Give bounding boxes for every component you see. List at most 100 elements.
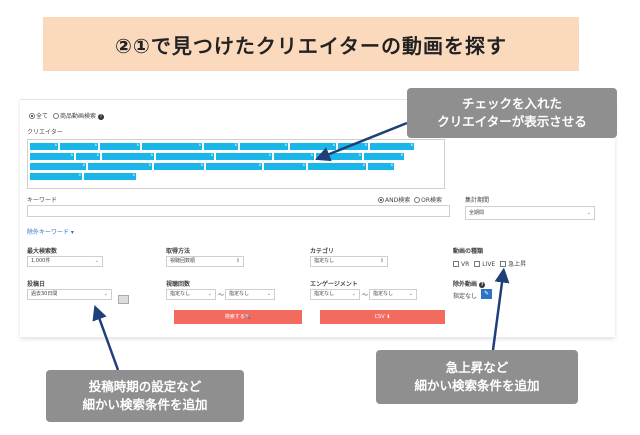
radio-all-label: 全て [36, 113, 49, 120]
engagement-from-value: 指定なし [314, 291, 335, 297]
creator-tag-box[interactable] [27, 139, 445, 189]
post-date-select[interactable]: 過去30日間⌄ [27, 289, 112, 300]
video-type-label: 動画の種類 [453, 248, 484, 255]
category-select[interactable]: 指定なし⇕ [310, 256, 388, 267]
creator-tag[interactable] [142, 142, 202, 150]
creator-tag[interactable] [216, 152, 272, 160]
max-results-value: 1,000件 [31, 258, 51, 264]
radio-all[interactable] [29, 113, 35, 119]
category-value: 指定なし [314, 258, 335, 264]
callout-surge-line1: 急上昇など [445, 360, 509, 375]
radio-and-label: AND検索 [385, 197, 411, 204]
creator-tag[interactable] [30, 152, 74, 160]
arrow-to-tags [315, 121, 408, 162]
creator-tag[interactable] [206, 162, 262, 170]
live-label: LIVE [482, 261, 496, 268]
vr-label: VR [461, 261, 470, 268]
views-label: 視聴回数 [166, 281, 191, 288]
csv-button[interactable]: CSV ⬇ [320, 310, 445, 324]
creator-tag[interactable] [154, 162, 204, 170]
creator-tag[interactable] [76, 152, 100, 160]
period-label: 集計期間 [465, 197, 490, 204]
callout-post-line2: 細かい検索条件を追加 [82, 397, 208, 412]
keyword-mode: AND検索 OR検索 [378, 195, 442, 204]
fetch-method-value: 視聴回数順 [170, 258, 196, 264]
creator-tag[interactable] [274, 152, 314, 160]
exclude-channel-value: 指定なし [453, 293, 478, 300]
creator-tag[interactable] [30, 172, 82, 180]
creator-label: クリエイター [27, 129, 63, 136]
exclude-channel-label: 除外動画 ? [453, 279, 486, 288]
title-banner: ②①で見つけたクリエイターの動画を探す [43, 17, 579, 71]
engagement-to-select[interactable]: 指定なし⌄ [369, 289, 417, 300]
callout-check-line2: クリエイターが表示させる [437, 114, 587, 129]
creator-tag[interactable] [338, 142, 368, 150]
post-date-value: 過去30日間 [31, 291, 58, 297]
max-results-select[interactable]: 1,000件⌄ [27, 256, 103, 267]
radio-and[interactable] [378, 197, 384, 203]
surge-checkbox[interactable] [500, 261, 507, 267]
search-type-row: 全て 商品動画検索 ? [29, 111, 104, 120]
creator-tag[interactable] [204, 142, 238, 150]
views-from-value: 指定なし [170, 291, 191, 297]
engagement-to-value: 指定なし [373, 291, 394, 297]
creator-tag[interactable] [290, 142, 336, 150]
callout-surge: 急上昇など 細かい検索条件を追加 [376, 350, 578, 404]
callout-check-line1: チェックを入れた [461, 96, 562, 111]
callout-check-creators: チェックを入れた クリエイターが表示させる [407, 88, 617, 138]
views-to-value: 指定なし [229, 291, 250, 297]
radio-or-label: OR検索 [421, 197, 443, 204]
help-icon[interactable]: ? [97, 114, 104, 120]
exclude-channel-label-text: 除外動画 [453, 281, 478, 288]
creator-tag[interactable] [264, 162, 306, 170]
creator-tag[interactable] [88, 162, 152, 170]
exclude-help-icon[interactable]: ? [479, 282, 486, 288]
creator-tag[interactable] [368, 162, 394, 170]
fetch-method-select[interactable]: 視聴回数順⇕ [166, 256, 244, 267]
views-range-sep: 〜 [218, 292, 225, 299]
keyword-label: キーワード [27, 197, 58, 204]
creator-tag[interactable] [84, 172, 136, 180]
max-results-label: 最大検索数 [27, 248, 58, 255]
calendar-icon[interactable] [118, 289, 129, 308]
vr-checkbox[interactable] [453, 261, 459, 267]
views-to-select[interactable]: 指定なし⌄ [225, 289, 275, 300]
callout-post-period: 投稿時期の設定など 細かい検索条件を追加 [46, 370, 244, 422]
banner-title: ②①で見つけたクリエイターの動画を探す [114, 33, 508, 58]
creator-tag[interactable] [364, 152, 404, 160]
engagement-label: エンゲージメント [310, 281, 358, 288]
creator-tag[interactable] [100, 142, 140, 150]
creator-tag[interactable] [316, 152, 362, 160]
fetch-method-label: 取得方法 [166, 248, 191, 255]
creator-tag[interactable] [102, 152, 154, 160]
period-value: 全期間 [469, 210, 485, 216]
radio-product-label: 商品動画検索 [59, 113, 96, 120]
callout-post-line1: 投稿時期の設定など [88, 379, 202, 394]
views-from-select[interactable]: 指定なし⌄ [166, 289, 216, 300]
edit-pencil-icon[interactable]: ✎ [481, 289, 492, 299]
creator-tag[interactable] [30, 162, 86, 170]
creator-tag[interactable] [60, 142, 98, 150]
creator-tag[interactable] [30, 142, 58, 150]
arrow-to-post-date [92, 304, 120, 371]
surge-label: 急上昇 [508, 261, 527, 268]
creator-tag[interactable] [240, 142, 288, 150]
callout-surge-line2: 細かい検索条件を追加 [414, 378, 540, 393]
search-button[interactable]: 検索する🔍 [174, 310, 302, 324]
radio-product[interactable] [52, 113, 59, 119]
keyword-input[interactable] [27, 205, 450, 217]
engagement-range-sep: 〜 [362, 292, 369, 299]
video-type-options: VR LIVE 急上昇 [453, 259, 526, 268]
live-checkbox[interactable] [474, 261, 481, 267]
creator-tag[interactable] [308, 162, 366, 170]
period-select[interactable]: 全期間⌄ [465, 206, 595, 220]
creator-tag[interactable] [370, 142, 414, 150]
creator-tag[interactable] [156, 152, 214, 160]
category-label: カテゴリ [310, 248, 335, 255]
exclude-keyword-toggle[interactable]: 除外キーワード ▾ [27, 229, 74, 236]
arrow-to-video-type [491, 267, 510, 351]
post-date-label: 投稿日 [27, 281, 46, 288]
radio-or[interactable] [414, 197, 421, 203]
engagement-from-select[interactable]: 指定なし⌄ [310, 289, 360, 300]
